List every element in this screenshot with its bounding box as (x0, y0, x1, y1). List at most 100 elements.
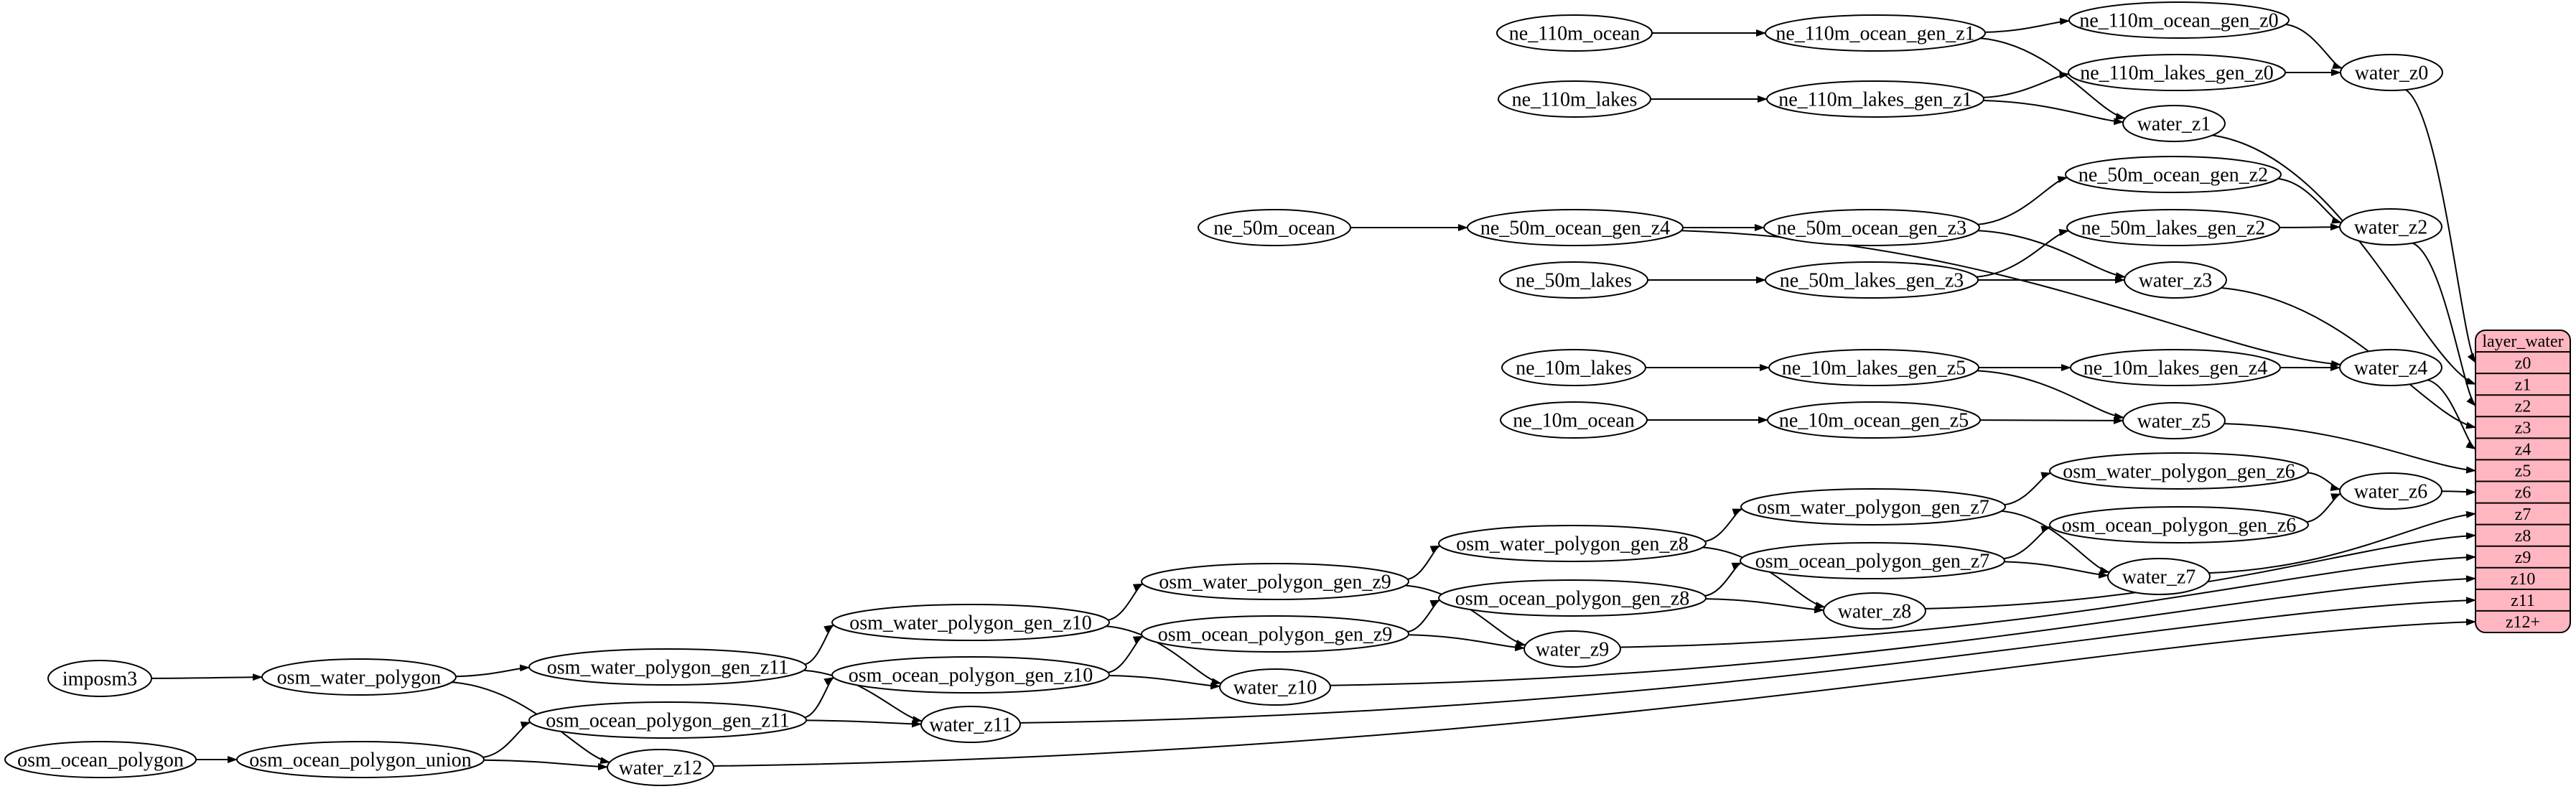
node-ne_50m_lakes_gen_z3-label: ne_50m_lakes_gen_z3 (1780, 270, 1964, 292)
node-water_z9: water_z9 (1523, 630, 1621, 668)
node-water_z9-shape (1523, 630, 1621, 668)
node-water_z6-label: water_z6 (2354, 481, 2428, 503)
node-ne_110m_lakes_gen_z0: ne_110m_lakes_gen_z0 (2068, 54, 2286, 91)
node-osm_water_polygon-shape (261, 658, 457, 696)
edge-osm_water_polygon_gen_z7-to-water_z7 (2001, 510, 2110, 574)
node-osm_ocean_polygon_gen_z8-shape (1438, 579, 1707, 617)
node-ne_110m_ocean_gen_z0-shape (2068, 1, 2290, 39)
node-water_z1-shape (2122, 105, 2226, 142)
node-water_z10-label: water_z10 (1233, 677, 1317, 699)
node-water_z10-shape (1219, 668, 1331, 706)
node-osm_water_polygon_gen_z8: osm_water_polygon_gen_z8 (1438, 525, 1707, 562)
edge-osm_ocean_polygon_gen_z11-to-osm_ocean_polygon_gen_z10 (804, 676, 834, 719)
node-ne_10m_lakes_gen_z5-label: ne_10m_lakes_gen_z5 (1782, 358, 1966, 380)
node-osm_ocean_polygon_gen_z6-label: osm_ocean_polygon_gen_z6 (2062, 515, 2297, 537)
node-ne_50m_ocean_gen_z3: ne_50m_ocean_gen_z3 (1763, 209, 1980, 246)
node-osm_ocean_polygon_gen_z9-label: osm_ocean_polygon_gen_z9 (1158, 624, 1393, 646)
node-ne_110m_ocean_gen_z1: ne_110m_ocean_gen_z1 (1765, 14, 1986, 52)
node-osm_water_polygon_gen_z10: osm_water_polygon_gen_z10 (831, 604, 1110, 641)
node-ne_50m_lakes-shape (1499, 261, 1648, 299)
edge-osm_ocean_polygon_union-to-osm_ocean_polygon_gen_z11 (482, 722, 531, 758)
node-water_z11: water_z11 (920, 706, 1021, 743)
node-ne_10m_lakes-shape (1501, 349, 1646, 386)
node-ne_50m_ocean_gen_z3-label: ne_50m_ocean_gen_z3 (1777, 218, 1966, 240)
node-osm_ocean_polygon_union-shape (236, 741, 485, 778)
edge-water_z1-to-layer_water-z1 (2212, 134, 2476, 386)
node-ne_50m_lakes_gen_z2-shape (2066, 209, 2280, 246)
node-ne_50m_lakes_gen_z2-label: ne_50m_lakes_gen_z2 (2081, 218, 2266, 240)
node-water_z6-shape (2339, 472, 2442, 510)
node-imposm3-shape (47, 660, 152, 697)
node-osm_water_polygon_gen_z8-label: osm_water_polygon_gen_z8 (1456, 533, 1689, 556)
node-osm_ocean_polygon_gen_z9: osm_ocean_polygon_gen_z9 (1141, 615, 1409, 653)
node-water_z2-shape (2339, 208, 2442, 246)
node-ne_110m_lakes-label: ne_110m_lakes (1512, 89, 1638, 111)
node-osm_ocean_polygon_gen_z7-shape (1740, 542, 2005, 579)
node-osm_water_polygon_gen_z9: osm_water_polygon_gen_z9 (1141, 563, 1409, 600)
node-water_z10: water_z10 (1219, 668, 1331, 706)
node-imposm3: imposm3 (47, 660, 152, 697)
edge-osm_ocean_polygon_gen_z10-to-water_z10 (1109, 675, 1221, 690)
edge-water_z8-to-layer_water-z8 (1925, 532, 2476, 610)
edge-osm_water_polygon_gen_z9-to-water_z9 (1405, 584, 1526, 647)
record-port-z7: z7 (2475, 502, 2570, 524)
edge-ne_50m_ocean_gen_z4-to-water_z4 (1681, 230, 2341, 368)
node-ne_50m_ocean_gen_z3-shape (1763, 209, 1980, 246)
node-water_z7: water_z7 (2107, 558, 2211, 595)
node-ne_110m_ocean: ne_110m_ocean (1496, 14, 1653, 52)
node-water_z1-label: water_z1 (2137, 113, 2211, 136)
record-port-z8-label: z8 (2515, 527, 2531, 546)
node-water_z12: water_z12 (607, 749, 714, 786)
node-water_z8-shape (1823, 592, 1926, 630)
node-osm_ocean_polygon_gen_z11-label: osm_ocean_polygon_gen_z11 (546, 710, 790, 732)
node-osm_water_polygon_gen_z7: osm_water_polygon_gen_z7 (1740, 488, 2006, 526)
edge-osm_water_polygon_gen_z8-to-water_z8 (1702, 546, 1826, 609)
record-port-z11-label: z11 (2511, 592, 2535, 610)
node-water_z2-label: water_z2 (2354, 217, 2428, 239)
node-water_z5: water_z5 (2122, 402, 2226, 439)
edge-osm_ocean_polygon_gen_z11-to-water_z11 (806, 719, 922, 728)
edge-osm_water_polygon_gen_z11-to-osm_water_polygon_gen_z10 (804, 624, 834, 666)
node-ne_110m_ocean_gen_z0: ne_110m_ocean_gen_z0 (2068, 1, 2290, 39)
node-osm_ocean_polygon_gen_z8-label: osm_ocean_polygon_gen_z8 (1455, 588, 1690, 610)
node-ne_10m_lakes_gen_z4-shape (2070, 349, 2281, 386)
node-ne_50m_ocean: ne_50m_ocean (1198, 209, 1351, 246)
edge-water_z10-to-layer_water-z10 (1330, 575, 2476, 686)
node-water_z0-label: water_z0 (2355, 62, 2429, 85)
edge-ne_10m_ocean_gen_z5-to-water_z5 (1979, 416, 2124, 424)
edge-water_z11-to-layer_water-z11 (1019, 597, 2476, 724)
node-osm_ocean_polygon_gen_z7: osm_ocean_polygon_gen_z7 (1740, 542, 2005, 579)
node-ne_10m_ocean-shape (1500, 401, 1648, 439)
record-layer: layer_waterz0z1z2z3z4z5z6z7z8z9z10z11z12… (2475, 330, 2571, 633)
node-water_z3-shape (2124, 261, 2227, 299)
edge-ne_10m_lakes_gen_z5-to-water_z5 (1977, 370, 2125, 420)
record-port-z8: z8 (2475, 523, 2570, 546)
edge-osm_ocean_polygon_union-to-water_z12 (483, 759, 608, 771)
node-osm_water_polygon_gen_z6-shape (2049, 452, 2309, 490)
layer-water-record-title: layer_water (2482, 332, 2563, 351)
edge-ne_110m_ocean_gen_z0-to-water_z0 (2285, 24, 2343, 69)
node-water_z4-label: water_z4 (2354, 358, 2428, 380)
record-port-z4: z4 (2475, 437, 2570, 459)
node-osm_water_polygon_gen_z6: osm_water_polygon_gen_z6 (2049, 452, 2309, 490)
edge-ne_50m_ocean_gen_z2-to-water_z2 (2277, 177, 2342, 224)
edge-osm_water_polygon_gen_z10-to-osm_water_polygon_gen_z9 (1108, 583, 1144, 621)
node-osm_ocean_polygon_union: osm_ocean_polygon_union (236, 741, 485, 778)
edge-ne_50m_lakes_gen_z2-to-water_z2 (2279, 223, 2341, 231)
edge-water_z12-to-layer_water-z12+ (713, 618, 2476, 767)
edges-layer (151, 17, 2476, 771)
node-ne_110m_lakes_gen_z1-label: ne_110m_lakes_gen_z1 (1778, 89, 1972, 111)
node-osm_water_polygon_gen_z8-shape (1438, 525, 1707, 562)
record-port-z2: z2 (2475, 394, 2570, 416)
record-port-z1-label: z1 (2515, 375, 2531, 394)
node-ne_110m_ocean-label: ne_110m_ocean (1509, 23, 1640, 45)
node-ne_50m_ocean_gen_z4: ne_50m_ocean_gen_z4 (1467, 209, 1684, 246)
node-osm_water_polygon_gen_z11: osm_water_polygon_gen_z11 (528, 648, 807, 686)
node-osm_water_polygon_gen_z11-shape (528, 648, 807, 686)
node-osm_ocean_polygon_gen_z9-shape (1141, 615, 1409, 653)
node-water_z4: water_z4 (2339, 349, 2442, 386)
node-water_z2: water_z2 (2339, 208, 2442, 246)
record-port-z6: z6 (2475, 480, 2570, 503)
record-port-z12+-label: z12+ (2506, 613, 2540, 632)
